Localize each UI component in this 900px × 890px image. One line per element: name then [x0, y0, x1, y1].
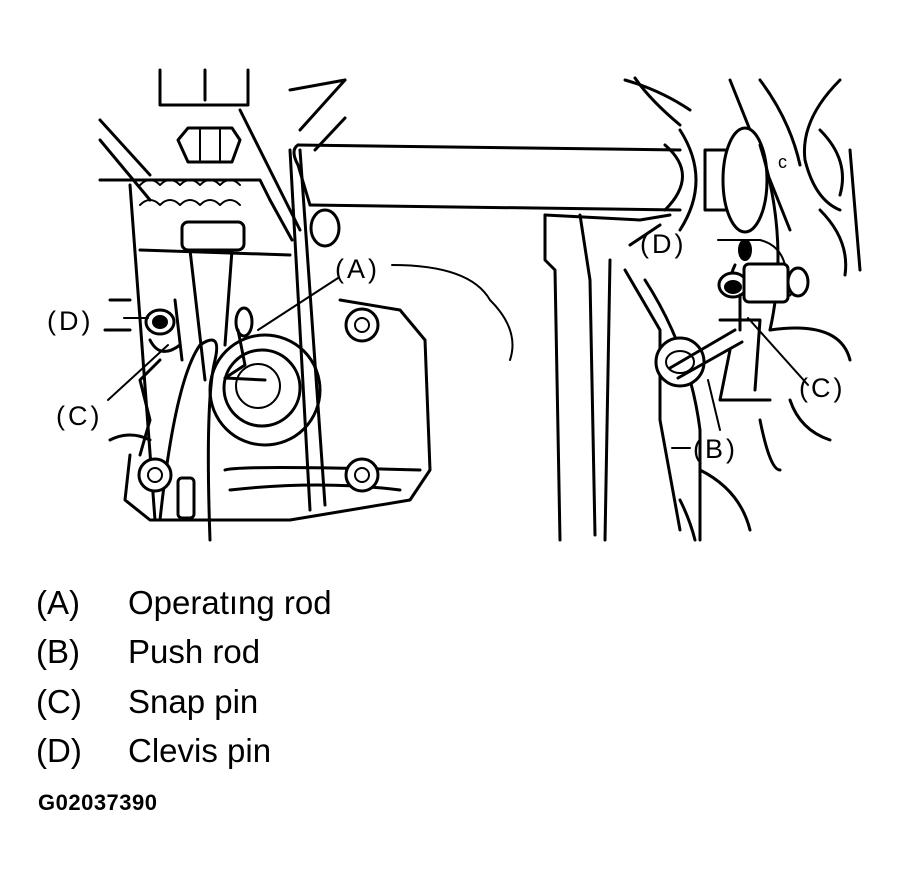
parts-legend: (A) Operatıng rod (B) Push rod (C) Snap … — [36, 578, 636, 776]
legend-row-a: (A) Operatıng rod — [36, 578, 636, 628]
legend-row-d: (D) Clevis pin — [36, 727, 636, 777]
callout-d-left: (D) — [47, 306, 93, 336]
clutch-linkage-illustration: c — [47, 68, 862, 542]
cross-shaft — [292, 128, 698, 248]
legend-key: (B) — [36, 633, 80, 671]
callout-d-right: (D) — [640, 229, 686, 259]
left-bracket-assembly — [98, 68, 432, 542]
legend-text: Clevis pin — [128, 732, 272, 770]
leader-lines — [107, 239, 809, 449]
callout-a: (A) — [335, 254, 380, 284]
callout-c-left: (C) — [56, 401, 102, 431]
legend-text: Snap pin — [128, 682, 259, 720]
legend-key: (A) — [36, 583, 80, 621]
right-pedal-assembly: c — [543, 76, 862, 542]
legend-text: Push rod — [128, 633, 261, 671]
legend-row-c: (C) Snap pin — [36, 677, 636, 727]
figure-id: G02037390 — [38, 790, 158, 815]
legend-key: (D) — [36, 732, 82, 770]
legend-text: Operatıng rod — [128, 583, 332, 621]
callout-c-right: (C) — [799, 373, 845, 403]
washer-mark: c — [778, 152, 787, 172]
legend-row-b: (B) Push rod — [36, 628, 636, 678]
callout-b: (B) — [693, 434, 738, 464]
legend-key: (C) — [36, 682, 82, 720]
